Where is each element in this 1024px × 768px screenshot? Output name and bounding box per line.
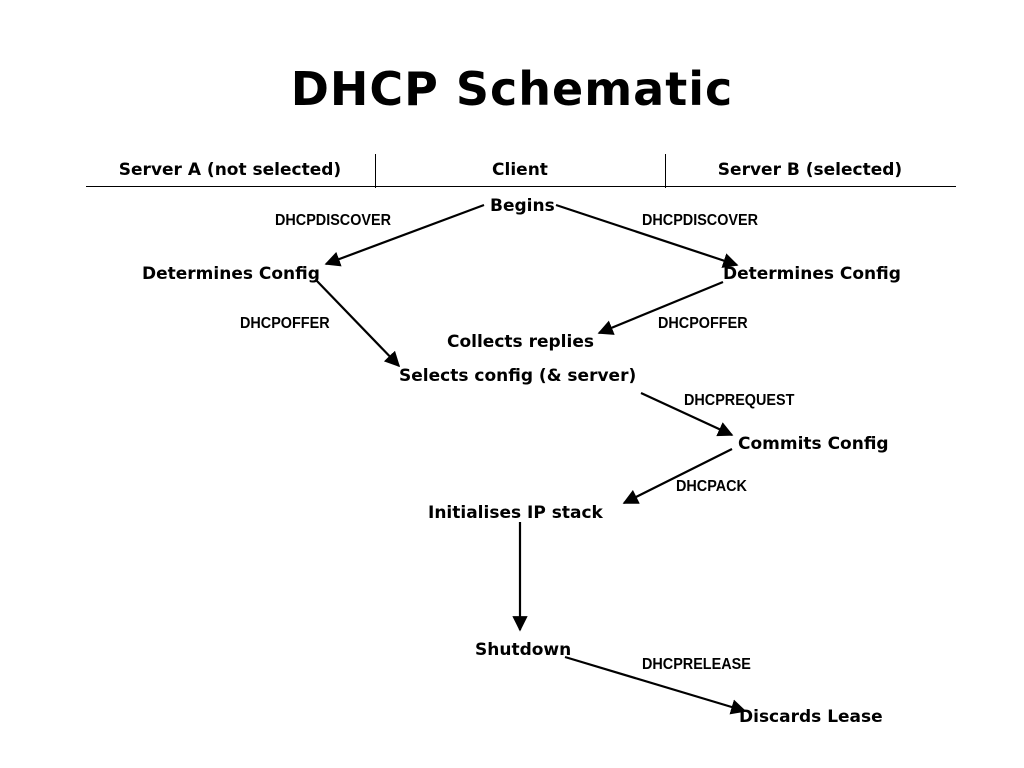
server-b-discards-lease: Discards Lease xyxy=(739,707,883,727)
server-b-commits-config: Commits Config xyxy=(738,434,889,454)
client-step-shutdown: Shutdown xyxy=(475,640,572,660)
client-step-begins: Begins xyxy=(490,196,555,216)
column-divider-left xyxy=(375,154,376,188)
arrow-discover-b xyxy=(555,203,739,268)
message-label-offer-a: DHCPOFFER xyxy=(240,315,330,332)
diagram-title: DHCP Schematic xyxy=(290,62,734,116)
message-label-offer-b: DHCPOFFER xyxy=(658,315,748,332)
arrow-pack xyxy=(622,448,733,504)
message-label-discover-a: DHCPDISCOVER xyxy=(275,212,392,229)
column-divider-right xyxy=(665,154,666,188)
arrow-offer-a xyxy=(315,279,401,368)
server-a-determines-config: Determines Config xyxy=(142,264,320,284)
arrow-discover-a xyxy=(324,203,485,267)
message-label-pack: DHCPACK xyxy=(676,478,747,495)
message-label-request: DHCPREQUEST xyxy=(684,392,795,409)
client-step-initialises-ip: Initialises IP stack xyxy=(428,503,603,523)
arrow-release xyxy=(564,655,747,715)
column-header-server-b: Server B (selected) xyxy=(717,160,903,180)
column-header-server-a: Server A (not selected) xyxy=(118,160,342,180)
message-label-discover-b: DHCPDISCOVER xyxy=(642,212,759,229)
message-label-release: DHCPRELEASE xyxy=(642,656,751,673)
arrow-request xyxy=(640,392,734,437)
client-step-collects-replies: Collects replies xyxy=(447,332,594,352)
server-b-determines-config: Determines Config xyxy=(723,264,901,284)
arrow-offer-b xyxy=(597,280,724,335)
column-header-client: Client xyxy=(492,160,548,180)
header-rule xyxy=(86,186,956,187)
client-step-selects-config: Selects config (& server) xyxy=(399,366,637,386)
